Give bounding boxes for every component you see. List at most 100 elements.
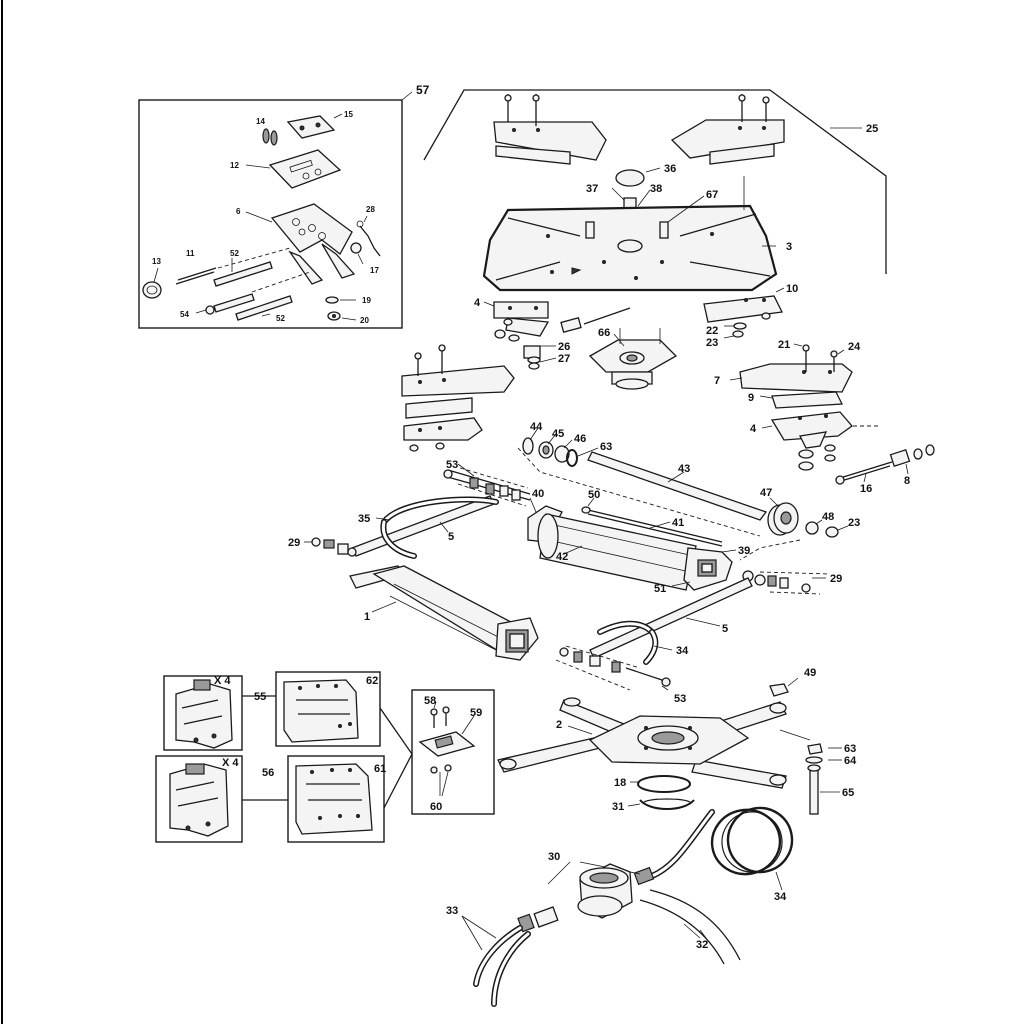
callout-49: 49 [804, 667, 816, 679]
callout-5b: 5 [722, 623, 728, 635]
callout-22: 22 [706, 325, 718, 337]
part-31-ring [639, 799, 695, 810]
callout-33: 33 [446, 905, 458, 917]
callout-59: 59 [470, 707, 482, 719]
box-55 [163, 675, 243, 751]
callout-28: 28 [366, 205, 375, 214]
part-46-washer [554, 445, 570, 463]
part-21-bolt [802, 344, 810, 352]
part-bolt-left [585, 221, 595, 239]
part-clamp-left [493, 121, 607, 161]
part-23b-nut [825, 526, 839, 538]
mount-brackets-upper [483, 287, 785, 390]
callout-63a: 63 [600, 441, 612, 453]
callout-41: 41 [672, 517, 684, 529]
part-48-nut [805, 521, 819, 535]
hydraulic-lines-upper [304, 463, 531, 559]
part-8-spacer [889, 449, 911, 467]
left-bracket-stack [401, 344, 515, 452]
hydraulic-lines-lower [555, 570, 831, 691]
callout-45: 45 [552, 428, 564, 440]
callout-61: 61 [374, 763, 386, 775]
callout-43: 43 [678, 463, 690, 475]
part-17-roller [350, 242, 362, 254]
callout-50: 50 [588, 489, 600, 501]
part-19-washer [325, 296, 339, 304]
part-11-pin [177, 267, 217, 281]
part-52-pin [213, 261, 273, 287]
part-34b-coil [710, 808, 782, 876]
callout-18: 18 [614, 777, 626, 789]
callout-27: 27 [558, 353, 570, 365]
part-65-bolt [809, 769, 819, 815]
callout-6: 6 [236, 207, 241, 216]
callout-24: 24 [848, 341, 861, 353]
callout-53a: 53 [446, 459, 458, 471]
part-24-bolt [830, 350, 838, 358]
callout-52a: 52 [230, 249, 239, 258]
callout-3: 3 [786, 241, 792, 253]
callout-2: 2 [556, 719, 562, 731]
part-26-spacer [523, 345, 541, 359]
callout-1: 1 [364, 611, 370, 623]
right-bracket-stack [729, 343, 935, 485]
callout-23b: 23 [848, 517, 860, 529]
callout-5a: 5 [448, 531, 454, 543]
assembly-25-top-frame [423, 89, 887, 292]
box-61 [287, 755, 385, 843]
part-12-plate [268, 149, 342, 189]
callout-26: 26 [558, 341, 570, 353]
callout-25: 25 [866, 123, 878, 135]
part-10-bracket [703, 295, 783, 323]
callout-55: 55 [254, 691, 266, 703]
part-22-washer [733, 322, 747, 330]
part-49-nut [769, 683, 789, 697]
hose-coils [461, 806, 794, 1007]
callout-37: 37 [586, 183, 598, 195]
callout-44: 44 [530, 421, 543, 433]
part-27-nut [528, 362, 540, 370]
part-50-pin [581, 506, 591, 514]
part-18-ring [637, 775, 691, 793]
part-54-bolt [213, 293, 255, 313]
callout-10: 10 [786, 283, 798, 295]
part-23-nut [732, 330, 744, 338]
callout-40: 40 [532, 488, 544, 500]
callout-53b: 53 [674, 693, 686, 705]
part-36-cap [615, 169, 645, 187]
callout-29a: 29 [288, 537, 300, 549]
label-x4-top: X 4 [214, 675, 231, 687]
drive-shaft-assembly [517, 427, 849, 561]
roller-assembly [527, 497, 737, 591]
part-clamp-mid-left [401, 365, 515, 397]
part-43-shaft [587, 451, 768, 521]
part-15-cover [286, 115, 336, 139]
callout-66: 66 [598, 327, 610, 339]
part-52b-pin [235, 295, 293, 321]
box-58-60 [411, 689, 495, 815]
part-13-knob [142, 281, 162, 299]
callout-47: 47 [760, 487, 772, 499]
callout-labels: 57 14 15 12 6 28 11 52 13 17 19 54 52 20… [152, 83, 910, 951]
bracket-options-panel [155, 671, 495, 843]
part-4-bracket [493, 301, 549, 319]
inset-57-frame [138, 99, 403, 329]
callout-67: 67 [706, 189, 718, 201]
callout-42: 42 [556, 551, 568, 563]
callout-56: 56 [262, 767, 274, 779]
callout-8: 8 [904, 475, 910, 487]
part-4b-bracket [770, 411, 853, 441]
box-56 [155, 755, 243, 843]
callout-58: 58 [424, 695, 436, 707]
callout-12: 12 [230, 161, 239, 170]
callout-52b: 52 [276, 314, 285, 323]
part-63b-nut [807, 743, 823, 755]
callout-13: 13 [152, 257, 161, 266]
callout-64: 64 [844, 755, 857, 767]
callout-9: 9 [748, 392, 754, 404]
callout-16: 16 [860, 483, 872, 495]
part-67-bolt [659, 221, 669, 239]
callout-62: 62 [366, 675, 378, 687]
